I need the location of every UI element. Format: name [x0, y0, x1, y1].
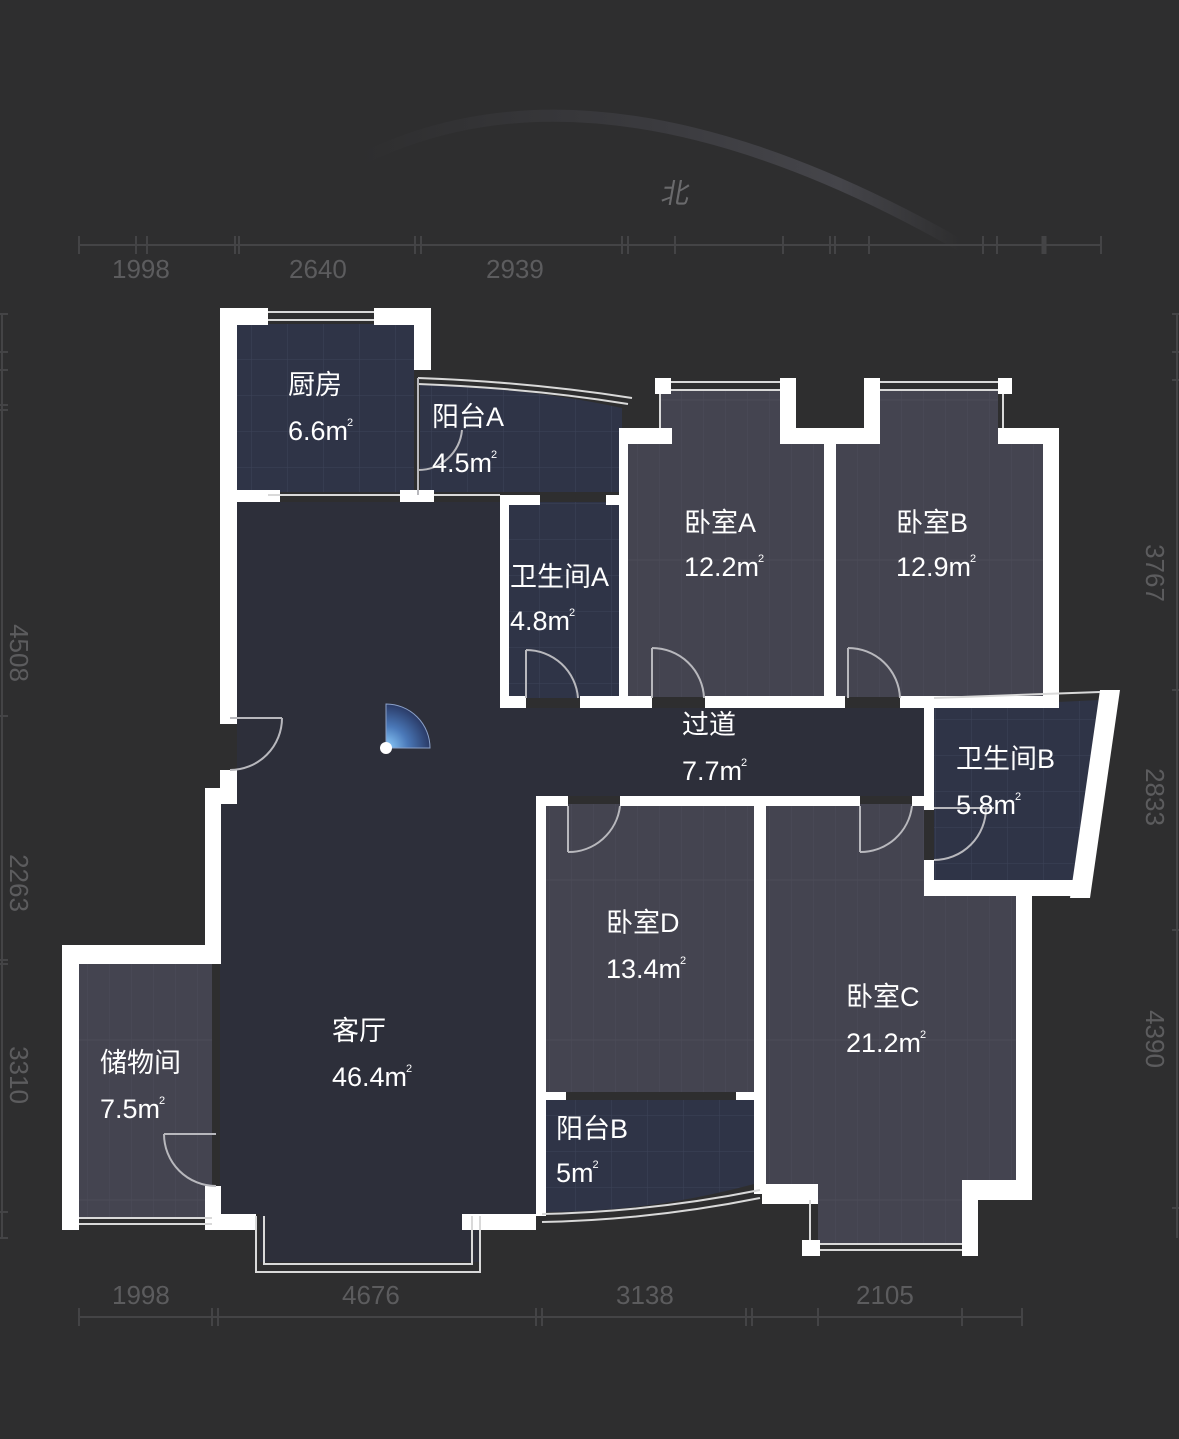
- door-bathroom-a: [525, 648, 579, 699]
- door-bedroom-b: [847, 647, 901, 699]
- room-corridor-area: 7.7m2: [682, 756, 748, 786]
- dim-left-1: 4508: [3, 624, 34, 682]
- room-bathroom-b-name: 卫生间B: [956, 744, 1056, 774]
- door-entrance: [229, 717, 283, 771]
- viewpoint-marker[interactable]: [380, 703, 431, 754]
- dim-top-2: 2640: [289, 254, 347, 284]
- dim-bottom-1: 1998: [112, 1280, 170, 1310]
- room-balcony-b-name: 阳台B: [556, 1114, 629, 1144]
- door-bedroom-c: [859, 805, 913, 854]
- door-storage: [163, 1133, 217, 1187]
- room-bedroom-c-area: 21.2m2: [846, 1028, 927, 1058]
- right-dimension-line: [1172, 313, 1179, 1238]
- dim-top-3: 2939: [486, 254, 544, 284]
- room-bedroom-a-area: 12.2m2: [684, 552, 765, 582]
- door-balcony-a: [417, 378, 463, 495]
- dim-bottom-3: 3138: [616, 1280, 674, 1310]
- bedroom-a-floor: [628, 444, 824, 697]
- room-balcony-a-name: 阳台A: [432, 402, 505, 432]
- room-storage-name: 储物间: [100, 1048, 181, 1078]
- dim-right-3: 4390: [1139, 1010, 1170, 1068]
- door-bathroom-b: [933, 807, 994, 861]
- living-room-floor: [220, 502, 924, 1262]
- balcony-b-floor: [546, 1100, 754, 1212]
- storage-floor: [79, 964, 212, 1217]
- room-balcony-a-area: 4.5m2: [432, 448, 498, 478]
- door-bedroom-d: [567, 805, 621, 854]
- room-bathroom-a-name: 卫生间A: [510, 562, 610, 592]
- room-bedroom-a-name: 卧室A: [684, 508, 757, 538]
- kitchen-floor: [237, 324, 414, 492]
- room-corridor-name: 过道: [682, 710, 736, 740]
- room-bedroom-b-name: 卧室B: [896, 508, 969, 538]
- room-kitchen-name: 厨房: [288, 370, 342, 400]
- bottom-dimension-line: [78, 1308, 1023, 1326]
- room-storage-area: 7.5m2: [100, 1094, 166, 1124]
- top-dimension-line: [78, 236, 1102, 254]
- bedroom-b-floor: [836, 444, 1043, 697]
- bathroom-b-floor: [934, 700, 1100, 880]
- dim-bottom-4: 2105: [856, 1280, 914, 1310]
- dim-top-1: 1998: [112, 254, 170, 284]
- windows: [79, 311, 1101, 1273]
- room-living-room-name: 客厅: [332, 1016, 386, 1046]
- room-bedroom-d-area: 13.4m2: [606, 954, 687, 984]
- dim-left-2: 2263: [3, 854, 34, 912]
- room-balcony-b-area: 5m2: [556, 1158, 599, 1188]
- room-kitchen-area: 6.6m2: [288, 416, 354, 446]
- room-bathroom-a-area: 4.8m2: [510, 606, 576, 636]
- balcony-a-floor: [420, 385, 622, 492]
- room-living-room-area: 46.4m2: [332, 1062, 413, 1092]
- room-bedroom-d-name: 卧室D: [606, 908, 680, 938]
- room-bedroom-b-area: 12.9m2: [896, 552, 977, 582]
- room-bathroom-b-area: 5.8m2: [956, 790, 1022, 820]
- door-bedroom-a: [651, 647, 705, 699]
- left-dimension-line: [0, 313, 8, 1239]
- dim-left-3: 3310: [3, 1046, 34, 1104]
- north-arc-icon: [354, 109, 966, 251]
- bedroom-d-floor: [546, 804, 754, 1092]
- doors: [163, 378, 994, 1187]
- bedroom-c-floor: [766, 804, 1016, 1244]
- room-bedroom-c-name: 卧室C: [846, 982, 920, 1012]
- dim-right-2: 2833: [1139, 768, 1170, 826]
- dim-bottom-2: 4676: [342, 1280, 400, 1310]
- dim-right-1: 3767: [1139, 544, 1170, 602]
- walls: [62, 308, 1120, 1256]
